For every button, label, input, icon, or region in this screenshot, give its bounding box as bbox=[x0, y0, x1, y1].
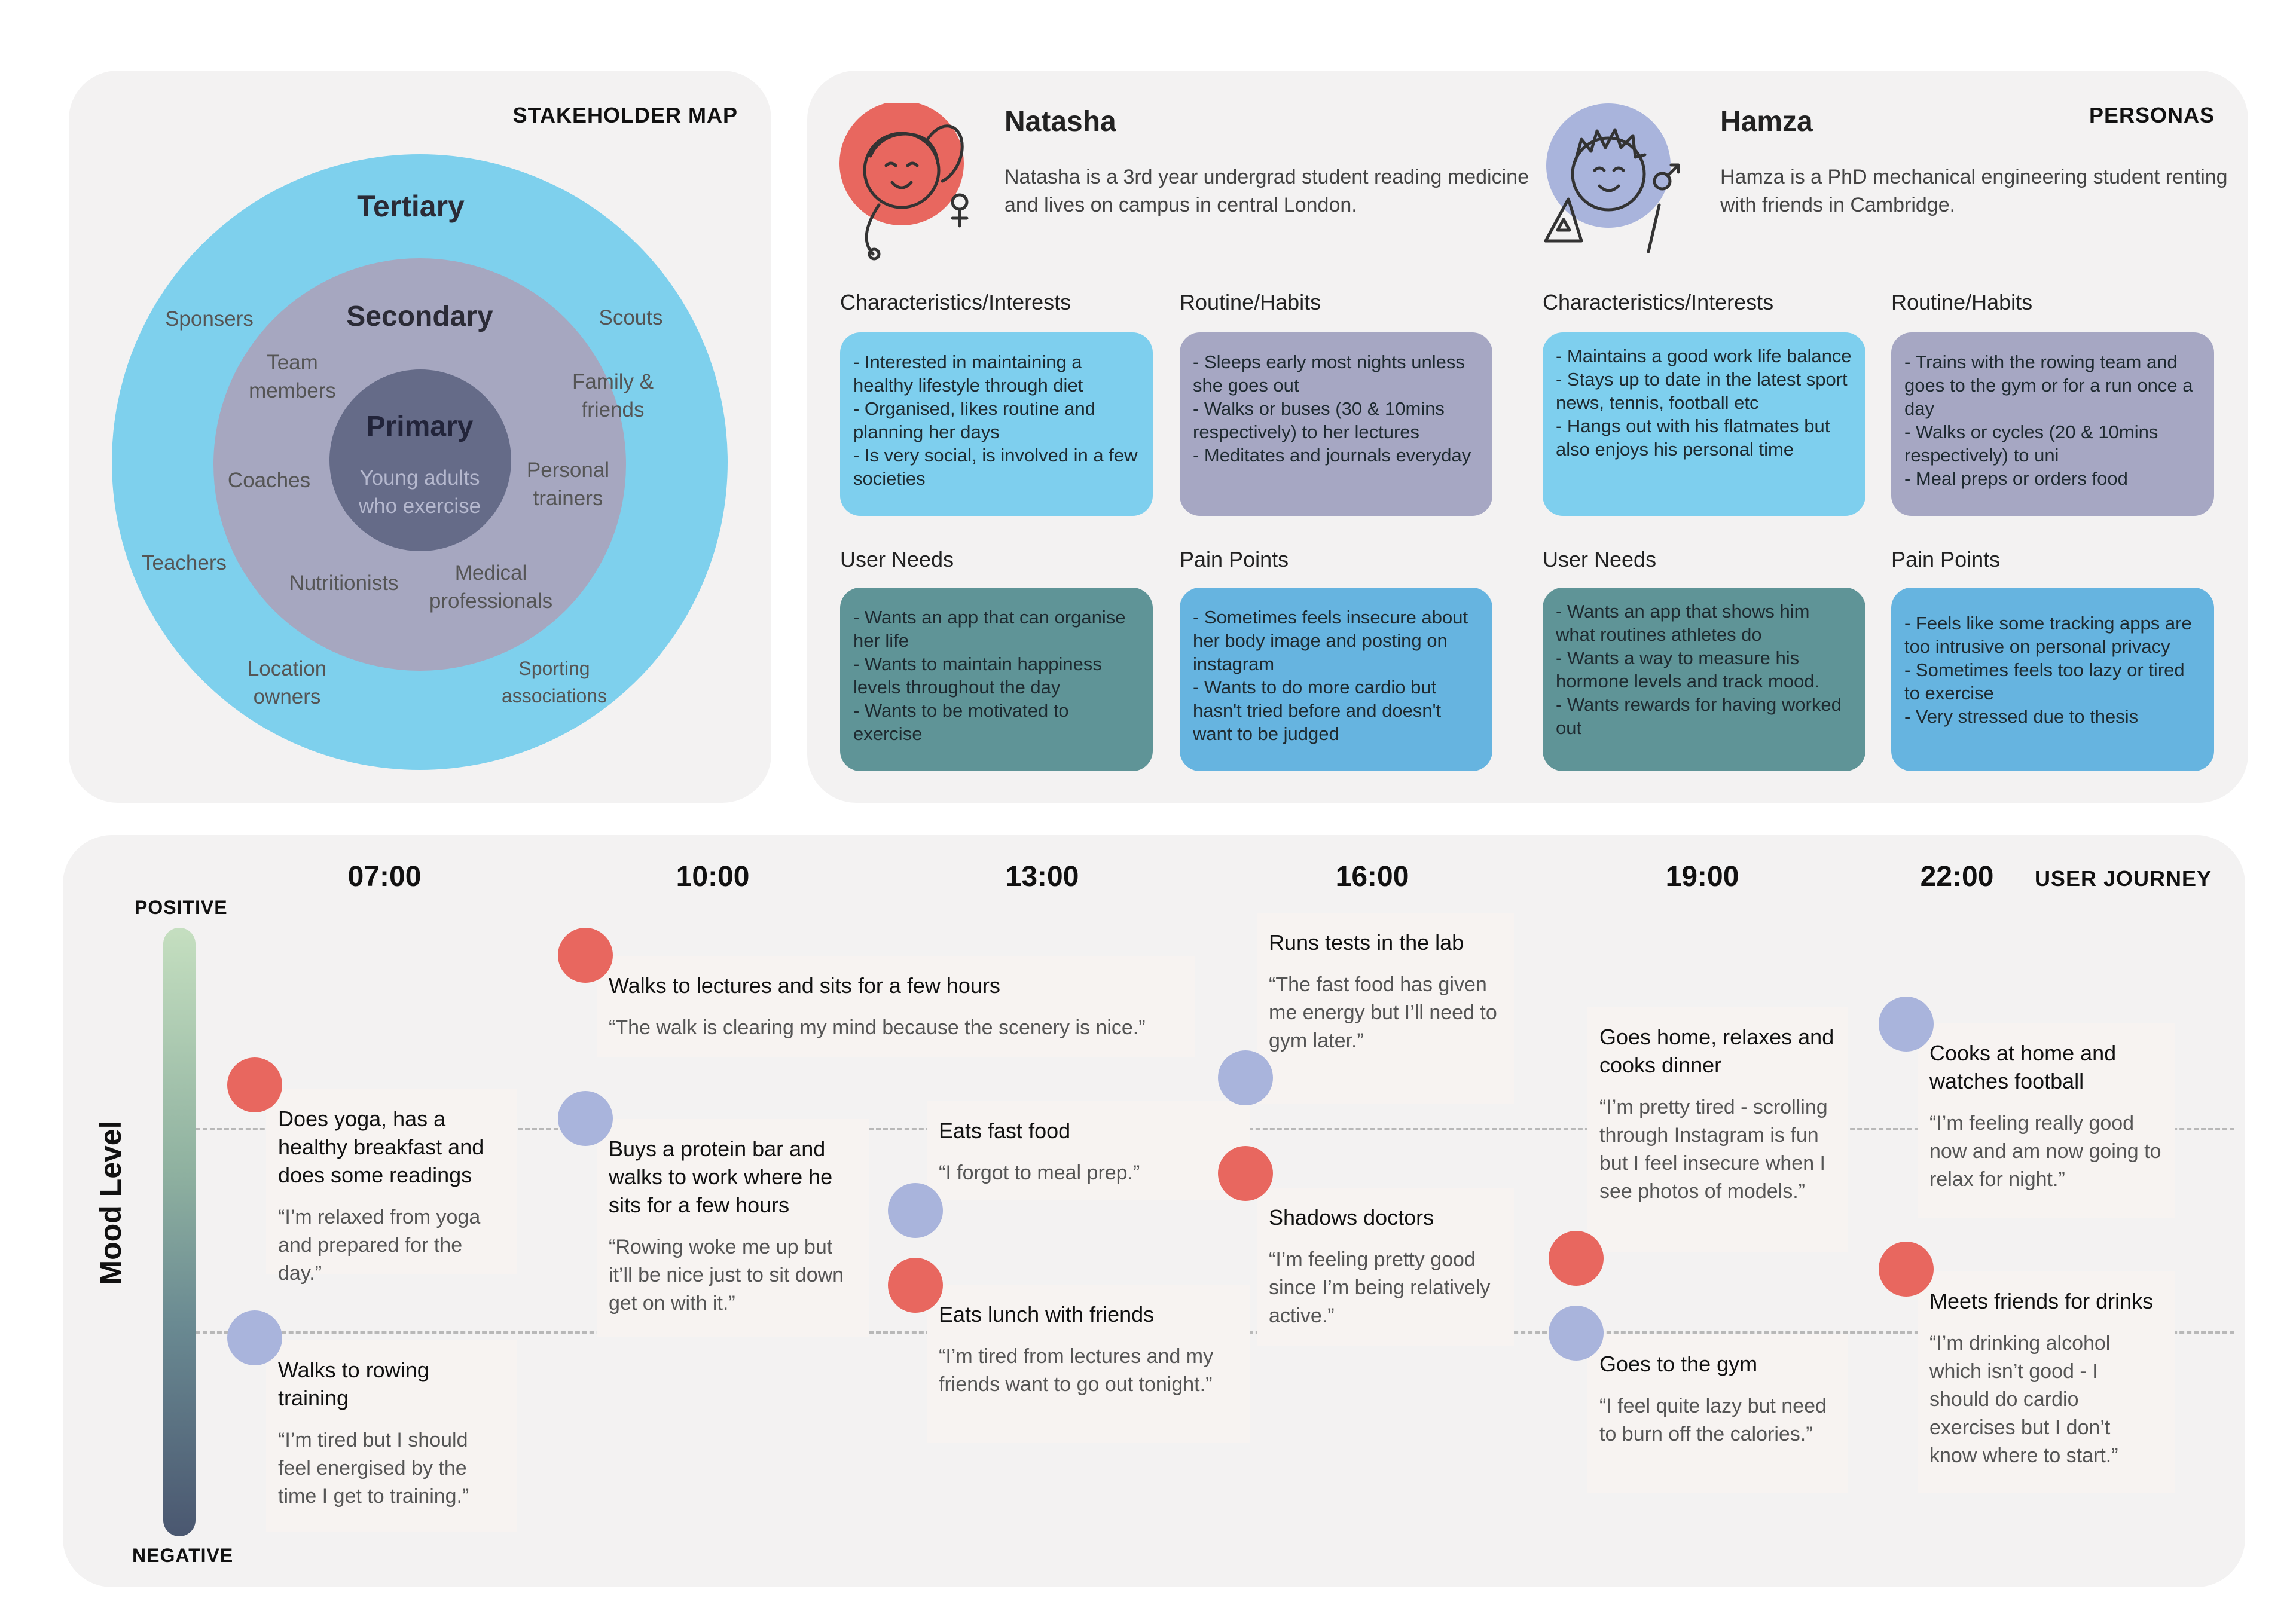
event-natasha-2200: Meets friends for drinks “I’m drinking a… bbox=[1918, 1271, 2175, 1493]
natasha-needs-label: User Needs bbox=[840, 547, 954, 571]
mood-axis-label: Mood Level bbox=[94, 1120, 127, 1285]
natasha-needs-card: - Wants an app that can organise her lif… bbox=[840, 588, 1153, 771]
mood-gradient-bar bbox=[163, 928, 196, 1536]
natasha-characteristics-label: Characteristics/Interests bbox=[840, 290, 1071, 314]
event-hamza-1000: Buys a protein bar and walks to work whe… bbox=[597, 1119, 869, 1337]
hamza-characteristics-card: - Maintains a good work life balance - S… bbox=[1543, 332, 1866, 516]
personas-panel: PERSONAS Natasha Natasha is a 3rd year u… bbox=[807, 71, 2248, 803]
event-natasha-0700: Does yoga, has a healthy breakfast and d… bbox=[266, 1089, 517, 1285]
time-2200: 22:00 bbox=[1920, 861, 1994, 893]
label-medical-professionals: Medical professionals bbox=[429, 561, 553, 613]
label-coaches: Coaches bbox=[227, 469, 311, 492]
natasha-dot-1300 bbox=[888, 1258, 943, 1313]
hamza-needs-label: User Needs bbox=[1543, 547, 1657, 571]
male-avatar-icon bbox=[1544, 103, 1680, 253]
hamza-name: Hamza bbox=[1720, 106, 1813, 137]
label-young-adults: Young adults who exercise bbox=[358, 466, 481, 518]
female-avatar-icon bbox=[839, 103, 969, 261]
positive-label: POSITIVE bbox=[135, 897, 228, 918]
user-journey-header: USER JOURNEY bbox=[2034, 866, 2212, 891]
hamza-routine-label: Routine/Habits bbox=[1891, 290, 2033, 314]
negative-label: NEGATIVE bbox=[132, 1545, 234, 1566]
label-scouts: Scouts bbox=[599, 306, 663, 329]
label-sporting-associations: Sporting associations bbox=[501, 658, 607, 707]
time-0700: 07:00 bbox=[347, 861, 422, 893]
event-natasha-1000: Walks to lectures and sits for a few hou… bbox=[597, 956, 1195, 1057]
label-personal-trainers: Personal trainers bbox=[526, 459, 610, 510]
hamza-dot-1600 bbox=[1218, 1050, 1273, 1105]
event-natasha-1300: Eats lunch with friends “I’m tired from … bbox=[927, 1285, 1250, 1443]
hamza-dot-1300 bbox=[888, 1183, 943, 1238]
natasha-dot-1000 bbox=[558, 928, 613, 983]
primary-ring bbox=[329, 369, 511, 551]
user-journey-panel: USER JOURNEY 07:00 10:00 13:00 16:00 19:… bbox=[63, 835, 2245, 1587]
secondary-title: Secondary bbox=[346, 301, 493, 332]
label-family-friends: Family & friends bbox=[572, 370, 654, 421]
event-hamza-1900: Goes to the gym “I feel quite lazy but n… bbox=[1587, 1334, 1848, 1493]
time-1300: 13:00 bbox=[1005, 861, 1079, 893]
hamza-pain-card: - Feels like some tracking apps are too … bbox=[1891, 588, 2214, 771]
time-1000: 10:00 bbox=[676, 861, 750, 893]
hamza-description: Hamza is a PhD mechanical engineering st… bbox=[1720, 166, 2228, 216]
natasha-routine-label: Routine/Habits bbox=[1180, 290, 1321, 314]
hamza-dot-1000 bbox=[558, 1091, 613, 1146]
tertiary-title: Tertiary bbox=[357, 189, 465, 223]
label-nutritionists: Nutritionists bbox=[289, 571, 399, 595]
primary-title: Primary bbox=[366, 411, 474, 442]
natasha-pain-card: - Sometimes feels insecure about her bod… bbox=[1180, 588, 1492, 771]
label-sponsers: Sponsers bbox=[165, 307, 254, 331]
natasha-routine-card: - Sleeps early most nights unless she go… bbox=[1180, 332, 1492, 516]
event-hamza-1600: Runs tests in the lab “The fast food has… bbox=[1257, 913, 1514, 1104]
label-team-members: Team members bbox=[249, 351, 336, 402]
natasha-pain-label: Pain Points bbox=[1180, 547, 1289, 571]
natasha-dot-1600 bbox=[1218, 1146, 1273, 1201]
natasha-name: Natasha bbox=[1004, 106, 1116, 137]
hamza-needs-card: - Wants an app that shows him what routi… bbox=[1543, 588, 1866, 771]
hamza-dot-1900 bbox=[1549, 1306, 1604, 1361]
hamza-characteristics-label: Characteristics/Interests bbox=[1543, 290, 1774, 314]
natasha-description: Natasha is a 3rd year undergrad student … bbox=[1004, 166, 1529, 216]
hamza-dot-0700 bbox=[227, 1310, 282, 1365]
stakeholder-map-panel: STAKEHOLDER MAP Tertiary Secondary Prima… bbox=[69, 71, 771, 803]
event-natasha-1900: Goes home, relaxes and cooks dinner “I’m… bbox=[1587, 1007, 1848, 1252]
label-location-owners: Location owners bbox=[247, 657, 327, 708]
personas-header: PERSONAS bbox=[2089, 103, 2215, 127]
time-1900: 19:00 bbox=[1665, 861, 1739, 893]
hamza-pain-label: Pain Points bbox=[1891, 547, 2001, 571]
natasha-characteristics-card: - Interested in maintaining a healthy li… bbox=[840, 332, 1153, 516]
natasha-dot-2200 bbox=[1879, 1242, 1934, 1297]
event-natasha-1600: Shadows doctors “I’m feeling pretty good… bbox=[1257, 1188, 1514, 1346]
hamza-routine-card: - Trains with the rowing team and goes t… bbox=[1891, 332, 2214, 516]
time-1600: 16:00 bbox=[1335, 861, 1409, 893]
hamza-dot-2200 bbox=[1879, 997, 1934, 1052]
event-hamza-0700: Walks to rowing training “I’m tired but … bbox=[266, 1340, 517, 1532]
natasha-dot-1900 bbox=[1549, 1231, 1604, 1286]
stakeholder-map-header: STAKEHOLDER MAP bbox=[512, 103, 738, 127]
natasha-dot-0700 bbox=[227, 1057, 282, 1112]
event-hamza-2200: Cooks at home and watches football “I’m … bbox=[1918, 1023, 2175, 1218]
label-teachers: Teachers bbox=[141, 551, 227, 574]
event-hamza-1300: Eats fast food “I forgot to meal prep.” bbox=[927, 1101, 1250, 1200]
